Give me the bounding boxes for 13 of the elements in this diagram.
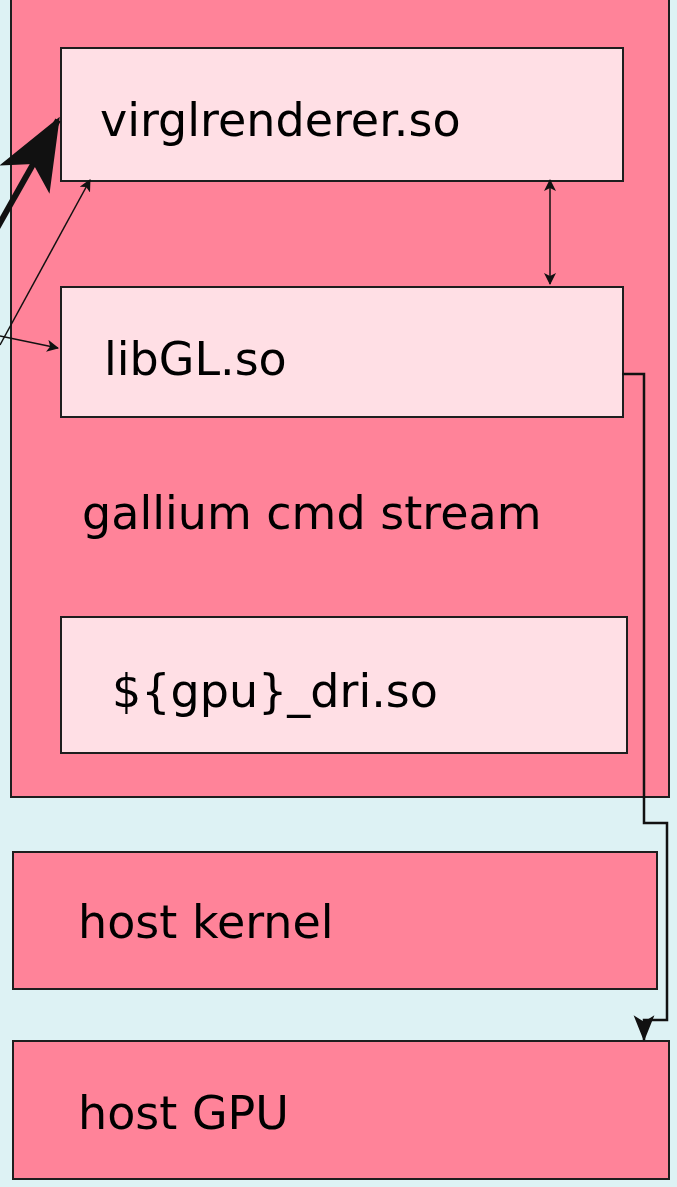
layer-box — [12, 1040, 670, 1180]
arrow — [622, 372, 669, 1042]
arrow — [544, 179, 556, 285]
library-box — [60, 286, 624, 418]
layer-box — [10, 0, 670, 798]
arrow — [0, 179, 91, 346]
arrow — [0, 335, 59, 352]
box-label: host kernel — [78, 899, 334, 945]
box-label: libGL.so — [104, 336, 287, 382]
library-box — [60, 47, 624, 182]
box-label: host GPU — [78, 1090, 289, 1136]
library-box — [60, 616, 628, 754]
layer-box — [12, 851, 658, 990]
